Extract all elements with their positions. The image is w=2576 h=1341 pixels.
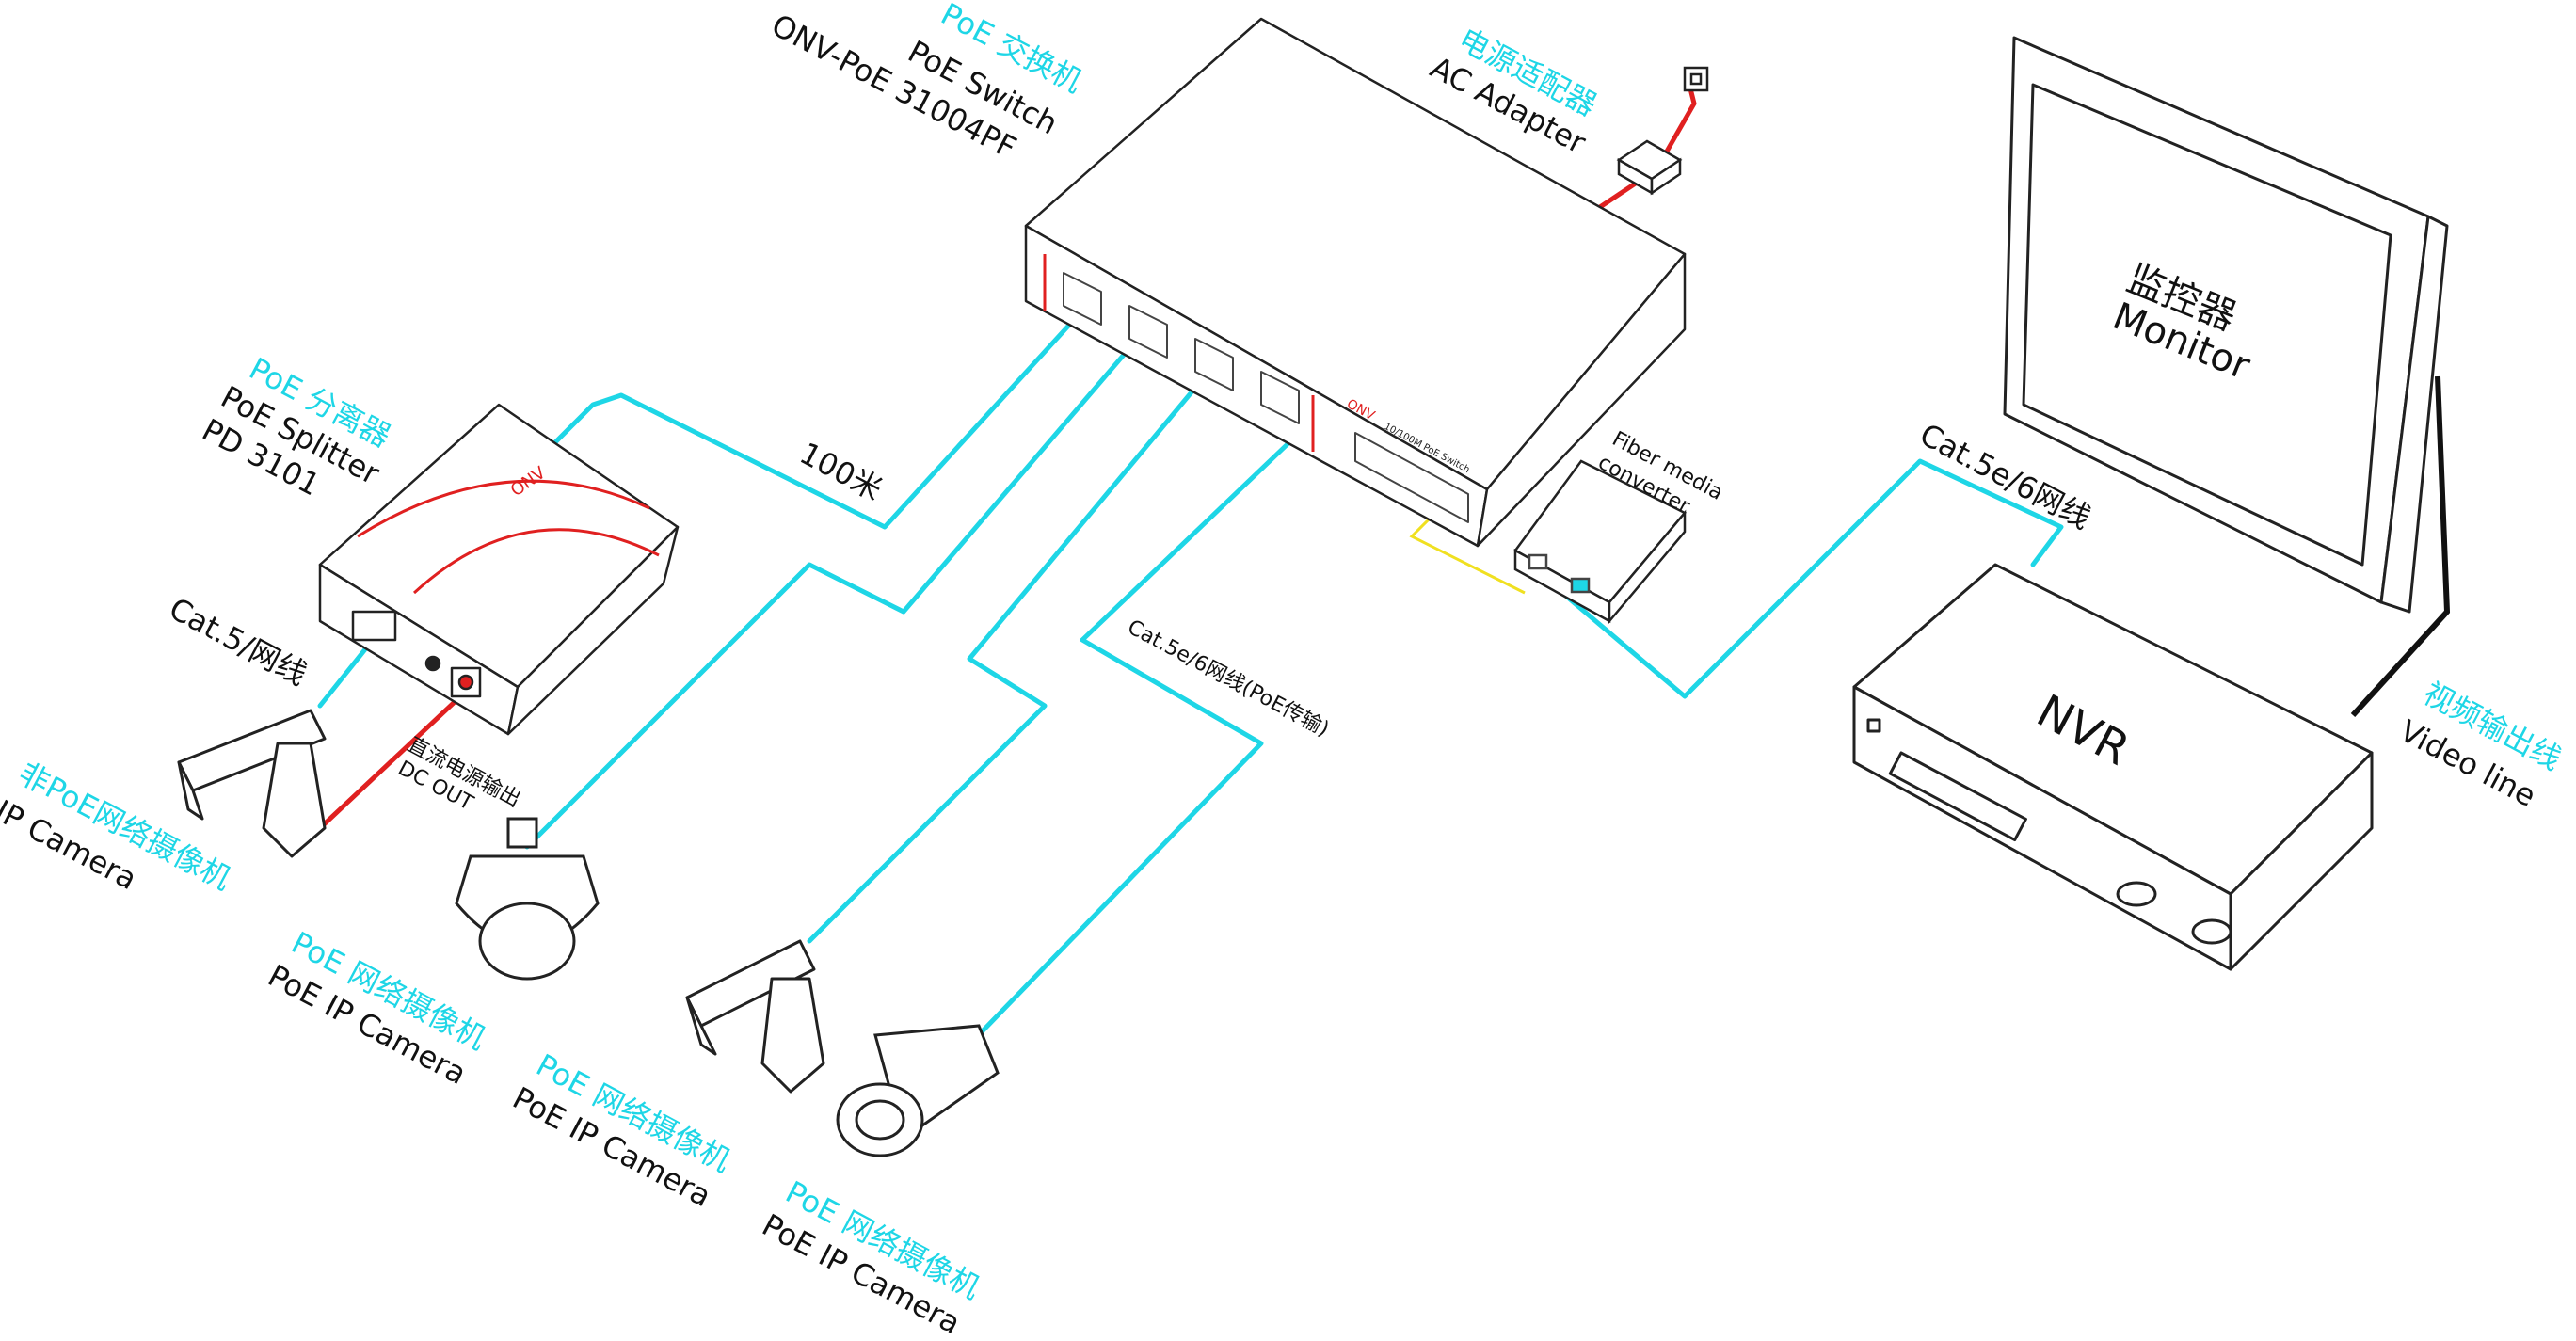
bullet-camera [836, 1024, 1000, 1157]
cable-switch-to-box-camera [807, 374, 1208, 944]
poe-splitter [318, 403, 680, 736]
ip-camera-box [177, 709, 327, 858]
nvr [1852, 563, 2374, 971]
power-cable-dc-out [318, 685, 472, 830]
fiber-media-converter [1513, 459, 1687, 625]
dome-camera [455, 817, 600, 981]
poe-switch [1024, 17, 1687, 548]
power-cable-adapter [1598, 84, 1697, 210]
monitor [2003, 36, 2449, 614]
cable-switch-to-bullet-camera [967, 439, 1292, 1047]
cable-switch-to-splitter [552, 308, 1085, 530]
video-line-cable [2350, 375, 2451, 718]
cable-fiber-to-nvr [1560, 458, 2064, 699]
poe-camera-box [685, 939, 825, 1094]
wall-outlet-icon [1683, 66, 1709, 92]
cable-switch-to-dome-camera [524, 345, 1132, 850]
ac-adapter [1616, 66, 1709, 196]
